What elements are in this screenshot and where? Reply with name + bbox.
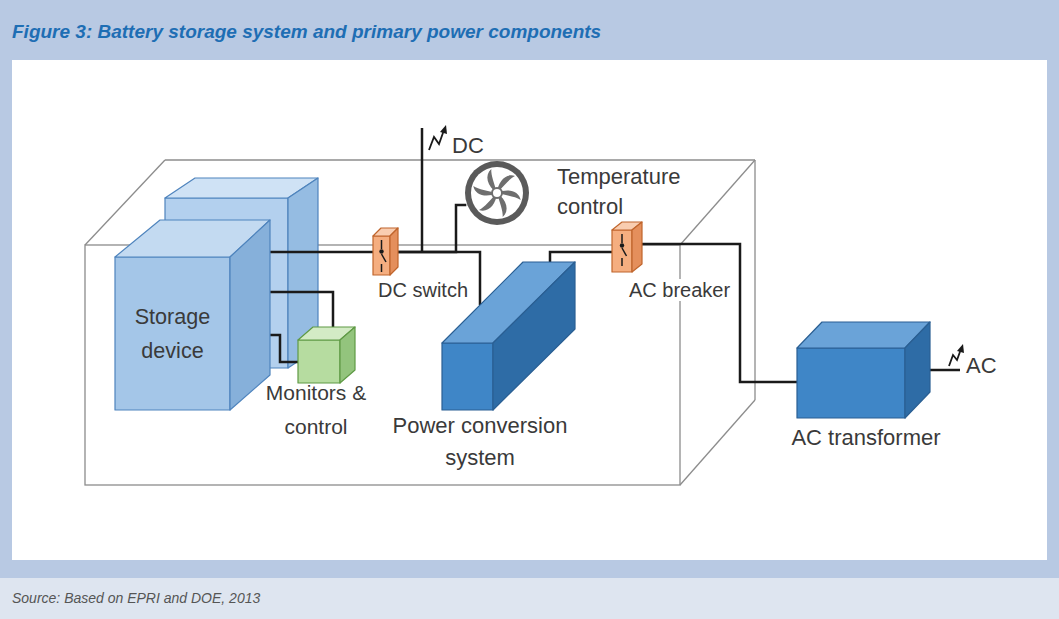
power-wire: [270, 292, 333, 327]
component-label: Storage device: [115, 257, 230, 410]
component-label-text: AC breaker: [627, 279, 732, 301]
terminal-label: DC: [452, 133, 484, 159]
power-wire: [642, 244, 797, 382]
component-label: DC switch: [378, 278, 468, 302]
ac-breaker-box-shape: [612, 222, 642, 274]
power-wire: [398, 205, 466, 252]
component-label-text: Monitors & control: [266, 381, 366, 438]
power-wire: [550, 252, 612, 262]
component-label: Temperature control: [557, 162, 707, 222]
monitor-control-box-shape: [298, 327, 355, 383]
dc-switch-box-shape: [373, 228, 398, 275]
figure-title: Figure 3: Battery storage system and pri…: [12, 21, 601, 43]
ac-breaker-box: AC breaker: [612, 222, 642, 274]
component-label: AC breaker: [627, 278, 732, 302]
component-label-text: Temperature control: [557, 164, 681, 219]
power-conversion-box: Power conversion system: [442, 262, 575, 410]
component-label: AC transformer: [776, 424, 956, 452]
power-wire: [270, 251, 373, 254]
dc-switch-box: DC switch: [373, 228, 398, 275]
figure-caption: Source: Based on EPRI and DOE, 2013: [12, 590, 260, 606]
terminal-label: AC: [966, 353, 997, 379]
component-label-text: AC transformer: [791, 425, 940, 450]
component-label-text: Power conversion system: [393, 413, 568, 470]
monitor-control-box: Monitors & control: [298, 327, 355, 383]
component-label: Power conversion system: [380, 410, 580, 474]
power-wire: [270, 335, 298, 362]
component-label: Monitors & control: [256, 376, 376, 444]
temperature-fan-shape: [464, 160, 530, 226]
ac-transformer-box-shape: [797, 322, 930, 419]
power-conversion-box-shape: [442, 262, 575, 410]
terminal-label-text: AC: [966, 353, 997, 378]
storage-device-box: Storage device: [115, 220, 270, 410]
terminal-label-text: DC: [452, 133, 484, 158]
component-label-text: DC switch: [378, 279, 468, 301]
component-label-text: Storage device: [115, 300, 230, 368]
figure-title-text: Figure 3: Battery storage system and pri…: [12, 21, 601, 42]
ac-transformer-box: AC transformer: [797, 322, 930, 419]
figure-caption-text: Source: Based on EPRI and DOE, 2013: [12, 590, 260, 606]
temperature-fan: Temperature control: [464, 160, 530, 226]
